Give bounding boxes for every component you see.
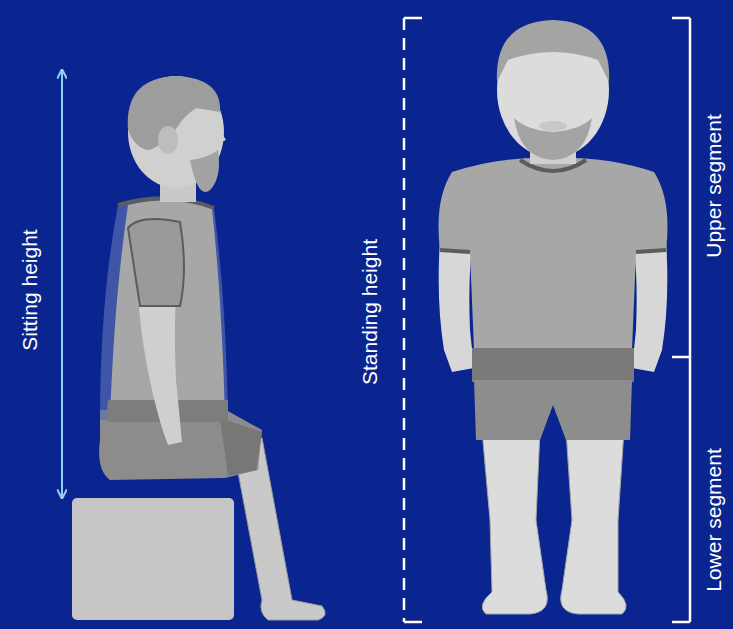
seated-figure	[72, 76, 325, 620]
sitting-height-arrow	[61, 70, 63, 498]
standing-figure	[439, 20, 668, 614]
standing-height-bracket	[404, 18, 422, 622]
dimension-label: Lower segment	[702, 448, 725, 592]
segment-bracket	[672, 18, 690, 622]
dimension-label: Standing height	[358, 239, 381, 385]
dimension-label: Upper segment	[702, 114, 725, 258]
dimension-label: Sitting height	[18, 229, 41, 350]
